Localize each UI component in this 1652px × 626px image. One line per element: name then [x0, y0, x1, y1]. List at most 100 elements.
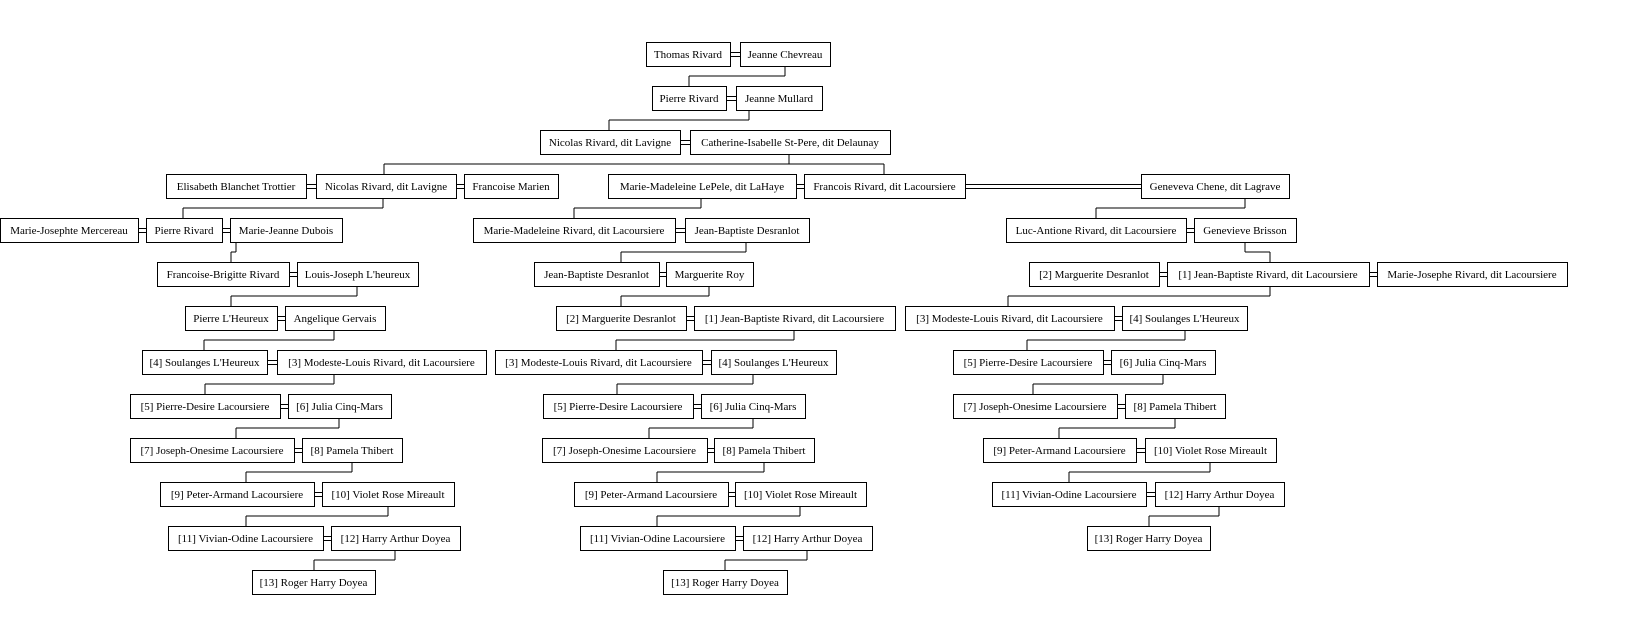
- person-box-thomas[interactable]: Thomas Rivard: [646, 42, 731, 67]
- person-box-jb-desranlot2[interactable]: Jean-Baptiste Desranlot: [534, 262, 660, 287]
- person-box-harry[interactable]: [12] Harry Arthur Doyea: [1155, 482, 1285, 507]
- person-box-border: [534, 262, 660, 287]
- person-box-fb-rivard[interactable]: Francoise-Brigitte Rivard: [157, 262, 290, 287]
- descent-connector: [245, 506, 389, 526]
- descent-connector: [1068, 462, 1211, 482]
- person-box-border: [1141, 174, 1290, 199]
- person-box-mj-mercereau[interactable]: Marie-Josephte Mercereau: [0, 218, 139, 243]
- person-box-francoise-m[interactable]: Francoise Marien: [464, 174, 559, 199]
- person-box-border: [1087, 526, 1211, 551]
- person-name: [10] Violet Rose Mireault: [744, 489, 857, 501]
- descent-connector: [1244, 242, 1271, 262]
- person-box-peter[interactable]: [9] Peter-Armand Lacoursiere: [160, 482, 315, 507]
- person-box-modeste[interactable]: [3] Modeste-Louis Rivard, dit Lacoursier…: [495, 350, 703, 375]
- marriage-mark-marguerite-jeanbaptiste: [1159, 272, 1168, 277]
- person-box-border: [285, 306, 386, 331]
- person-box-modeste[interactable]: [3] Modeste-Louis Rivard, dit Lacoursier…: [277, 350, 487, 375]
- person-box-jb-rivard[interactable]: [1] Jean-Baptiste Rivard, dit Lacoursier…: [694, 306, 896, 331]
- person-box-border: [130, 394, 281, 419]
- person-box-nicolas2[interactable]: Nicolas Rivard, dit Lavigne: [316, 174, 457, 199]
- person-name: Nicolas Rivard, dit Lavigne: [549, 137, 671, 149]
- person-box-pierre-desire[interactable]: [5] Pierre-Desire Lacoursiere: [130, 394, 281, 419]
- descent-connector: [235, 418, 340, 438]
- person-box-pierre1[interactable]: Pierre Rivard: [652, 86, 727, 111]
- person-box-pamela[interactable]: [8] Pamela Thibert: [302, 438, 403, 463]
- connector-lines: [182, 66, 1271, 570]
- person-box-violet[interactable]: [10] Violet Rose Mireault: [322, 482, 455, 507]
- person-box-julia[interactable]: [6] Julia Cinq-Mars: [288, 394, 392, 419]
- person-box-harry[interactable]: [12] Harry Arthur Doyea: [743, 526, 873, 551]
- person-box-soulanges[interactable]: [4] Soulanges L'Heureux: [1122, 306, 1248, 331]
- person-box-catherine[interactable]: Catherine-Isabelle St-Pere, dit Delaunay: [690, 130, 891, 155]
- marriage-mark-josephonesime-pamela-3: [707, 448, 715, 453]
- person-box-roger[interactable]: [13] Roger Harry Doyea: [663, 570, 788, 595]
- person-box-marg-desranlot[interactable]: [2] Marguerite Desranlot: [556, 306, 687, 331]
- person-box-joseph-onesime[interactable]: [7] Joseph-Onesime Lacoursiere: [953, 394, 1118, 419]
- person-box-violet[interactable]: [10] Violet Rose Mireault: [1145, 438, 1277, 463]
- person-box-elisabeth[interactable]: Elisabeth Blanchet Trottier: [166, 174, 307, 199]
- person-box-vivian[interactable]: [11] Vivian-Odine Lacoursiere: [992, 482, 1147, 507]
- person-box-pierre-desire[interactable]: [5] Pierre-Desire Lacoursiere: [543, 394, 694, 419]
- person-name: Marie-Josephte Mercereau: [10, 225, 128, 237]
- person-box-border: [983, 438, 1137, 463]
- person-box-julia[interactable]: [6] Julia Cinq-Mars: [1111, 350, 1216, 375]
- person-box-border: [157, 262, 290, 287]
- person-box-mm-lepele[interactable]: Marie-Madeleine LePele, dit LaHaye: [608, 174, 797, 199]
- descent-connector: [656, 462, 765, 482]
- person-box-modeste[interactable]: [3] Modeste-Louis Rivard, dit Lacoursier…: [905, 306, 1115, 331]
- person-box-mm-rivard[interactable]: Marie-Madeleine Rivard, dit Lacoursiere: [473, 218, 676, 243]
- person-box-mj-rivard[interactable]: Marie-Josephe Rivard, dit Lacoursiere: [1377, 262, 1568, 287]
- person-box-peter[interactable]: [9] Peter-Armand Lacoursiere: [574, 482, 729, 507]
- person-box-border: [495, 350, 703, 375]
- person-box-border: [166, 174, 307, 199]
- person-box-joseph-onesime[interactable]: [7] Joseph-Onesime Lacoursiere: [542, 438, 708, 463]
- person-box-gen-brisson[interactable]: Genevieve Brisson: [1194, 218, 1297, 243]
- person-box-pierre-lheureux[interactable]: Pierre L'Heureux: [185, 306, 278, 331]
- person-box-luc[interactable]: Luc-Antione Rivard, dit Lacoursiere: [1006, 218, 1187, 243]
- person-box-jb-desranlot1[interactable]: Jean-Baptiste Desranlot: [685, 218, 810, 243]
- person-name: Nicolas Rivard, dit Lavigne: [325, 181, 447, 193]
- person-box-roger[interactable]: [13] Roger Harry Doyea: [252, 570, 376, 595]
- person-box-border: [1029, 262, 1160, 287]
- person-box-vivian[interactable]: [11] Vivian-Odine Lacoursiere: [168, 526, 324, 551]
- person-box-soulanges[interactable]: [4] Soulanges L'Heureux: [711, 350, 837, 375]
- person-box-marg-desranlot[interactable]: [2] Marguerite Desranlot: [1029, 262, 1160, 287]
- person-box-julia[interactable]: [6] Julia Cinq-Mars: [701, 394, 806, 419]
- person-box-vivian[interactable]: [11] Vivian-Odine Lacoursiere: [580, 526, 736, 551]
- person-box-francois[interactable]: Francois Rivard, dit Lacoursiere: [804, 174, 966, 199]
- person-box-marg-roy[interactable]: Marguerite Roy: [666, 262, 754, 287]
- marriage-mark-vivian-harry: [1146, 492, 1156, 497]
- person-box-roger[interactable]: [13] Roger Harry Doyea: [1087, 526, 1211, 551]
- person-box-border: [736, 86, 823, 111]
- person-box-pamela[interactable]: [8] Pamela Thibert: [714, 438, 815, 463]
- person-name: [3] Modeste-Louis Rivard, dit Lacoursier…: [916, 313, 1103, 325]
- person-box-pierre-desire[interactable]: [5] Pierre-Desire Lacoursiere: [953, 350, 1104, 375]
- person-name: [6] Julia Cinq-Mars: [710, 401, 797, 413]
- person-box-border: [992, 482, 1147, 507]
- person-box-soulanges[interactable]: [4] Soulanges L'Heureux: [142, 350, 268, 375]
- descent-connector: [204, 374, 335, 394]
- person-box-jeanne-c[interactable]: Jeanne Chevreau: [740, 42, 831, 67]
- person-box-jeanne-m[interactable]: Jeanne Mullard: [736, 86, 823, 111]
- person-box-violet[interactable]: [10] Violet Rose Mireault: [735, 482, 867, 507]
- person-name: Marie-Madeleine LePele, dit LaHaye: [620, 181, 784, 193]
- person-name: Angelique Gervais: [294, 313, 377, 325]
- descent-connector: [1026, 330, 1186, 350]
- person-name: [6] Julia Cinq-Mars: [1120, 357, 1207, 369]
- person-box-joseph-onesime[interactable]: [7] Joseph-Onesime Lacoursiere: [130, 438, 295, 463]
- person-box-pamela[interactable]: [8] Pamela Thibert: [1125, 394, 1226, 419]
- person-box-harry[interactable]: [12] Harry Arthur Doyea: [331, 526, 461, 551]
- person-box-geneveva[interactable]: Geneveva Chene, dit Lagrave: [1141, 174, 1290, 199]
- person-box-peter[interactable]: [9] Peter-Armand Lacoursiere: [983, 438, 1137, 463]
- person-box-pierre2[interactable]: Pierre Rivard: [146, 218, 223, 243]
- person-box-lj-lheureux[interactable]: Louis-Joseph L'heureux: [297, 262, 419, 287]
- person-box-jb-rivard[interactable]: [1] Jean-Baptiste Rivard, dit Lacoursier…: [1167, 262, 1370, 287]
- person-box-angelique[interactable]: Angelique Gervais: [285, 306, 386, 331]
- descent-connector: [615, 330, 795, 350]
- person-name: [3] Modeste-Louis Rivard, dit Lacoursier…: [288, 357, 475, 369]
- marriage-mark-peter-violet: [1136, 448, 1146, 453]
- person-box-nicolas1[interactable]: Nicolas Rivard, dit Lavigne: [540, 130, 681, 155]
- person-box-border: [277, 350, 487, 375]
- person-box-mj-dubois[interactable]: Marie-Jeanne Dubois: [230, 218, 343, 243]
- marriage-mark-soulanges-modeste: [267, 360, 278, 365]
